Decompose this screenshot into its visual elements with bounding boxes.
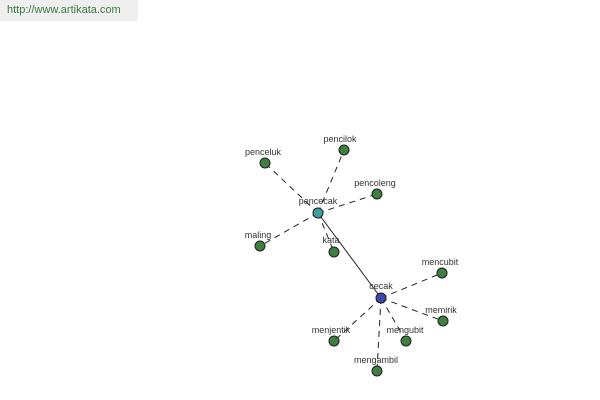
node-label-pencilok: pencilok xyxy=(323,134,357,144)
node-label-pencoleng: pencoleng xyxy=(354,178,396,188)
node-label-mengambil: mengambil xyxy=(354,355,398,365)
node-mengambil[interactable] xyxy=(371,365,383,377)
node-label-menjentik: menjentik xyxy=(312,325,351,335)
edges-layer xyxy=(259,149,444,372)
node-label-penceluk: penceluk xyxy=(245,147,282,157)
edge-cecak-mengambil xyxy=(376,297,382,372)
edge-pencecak-maling xyxy=(259,212,319,247)
nodes-layer xyxy=(254,144,449,377)
node-cecak[interactable] xyxy=(375,292,387,304)
node-memirik[interactable] xyxy=(437,315,449,327)
node-label-maling: maling xyxy=(245,230,272,240)
node-label-mengubit: mengubit xyxy=(386,325,424,335)
node-label-pencecak: pencecak xyxy=(299,196,338,206)
edge-pencecak-pencilok xyxy=(317,149,345,214)
edge-pencecak-kata xyxy=(317,212,335,253)
node-pencilok[interactable] xyxy=(338,144,350,156)
watermark-link[interactable]: http://www.artikata.com xyxy=(0,0,138,21)
node-label-cecak: cecak xyxy=(369,281,393,291)
labels-layer: pencecak cecak penceluk pencilok pencoleng ma… xyxy=(245,134,459,365)
node-label-mencubit: mencubit xyxy=(422,257,459,267)
node-pencoleng[interactable] xyxy=(371,188,383,200)
node-label-memirik: memirik xyxy=(425,305,457,315)
node-mencubit[interactable] xyxy=(436,267,448,279)
node-mengubit[interactable] xyxy=(400,335,412,347)
node-maling[interactable] xyxy=(254,240,266,252)
node-kata[interactable] xyxy=(328,246,340,258)
node-pencecak[interactable] xyxy=(312,207,324,219)
node-penceluk[interactable] xyxy=(259,157,271,169)
edge-cecak-memirik xyxy=(380,297,444,322)
node-label-kata: kata xyxy=(322,235,339,245)
edge-pencecak-cecak xyxy=(317,212,382,299)
node-menjentik[interactable] xyxy=(328,335,340,347)
edge-pencecak-penceluk xyxy=(264,162,319,214)
edge-cecak-mengubit xyxy=(380,297,407,342)
